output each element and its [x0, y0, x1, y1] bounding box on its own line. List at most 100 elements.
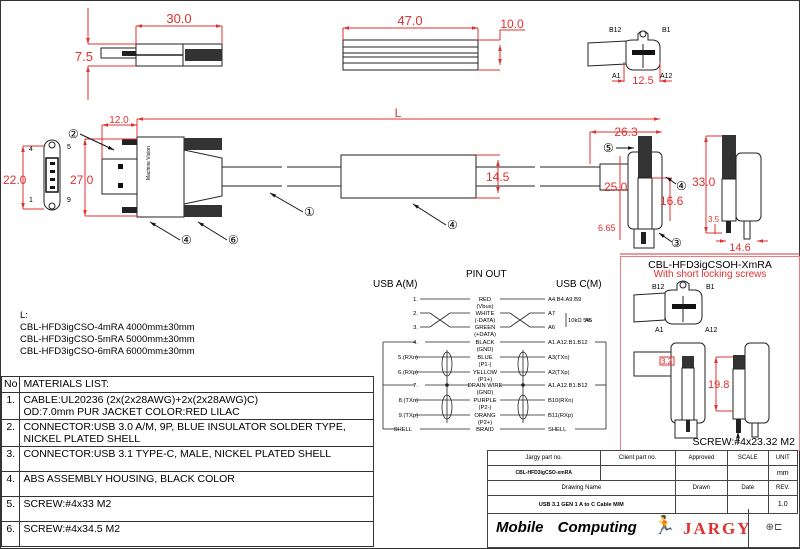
variant-pin-a1: A1: [655, 327, 664, 334]
wire-color: RED: [479, 297, 491, 303]
material-no: 5.: [0, 496, 21, 522]
length-item: CBL-HFD3igCSO-5mRA 5000mm±30mm: [20, 334, 195, 345]
pin-b1: B1: [662, 27, 671, 34]
resistor-target: A5: [585, 318, 592, 324]
dim-47: 47.0: [397, 13, 422, 28]
pin-a-label: SHELL: [394, 427, 413, 433]
material-row: 5. SCREW:#4x33 M2: [0, 496, 374, 522]
variant-dim-19-8: 19.8: [708, 379, 729, 391]
wire-color: BRAID: [476, 427, 494, 433]
pin-b12: B12: [609, 27, 622, 34]
material-line: SCREW:#4x33 M2: [23, 498, 112, 510]
usb-c-header: USB C(M): [556, 279, 602, 290]
face-pin-9: 9: [67, 197, 71, 204]
material-desc: CONNECTOR:USB 3.1 TYPE-C, MALE, NICKEL P…: [19, 446, 374, 472]
material-line: NICKEL PLATED SHELL: [23, 433, 141, 445]
pin-a1: A1: [612, 73, 621, 80]
runner-icon: 🏃: [653, 515, 676, 535]
pinout-diagram: 1.RED(Vbus)A4.B4.A9.B92.WHITE(-DATA)A73.…: [382, 297, 607, 433]
pin-c-label: B11(RXp): [548, 413, 573, 419]
callout-4-b: ④: [447, 218, 458, 232]
usb-a-face-view: 4 5 1 9 22.0: [3, 139, 71, 211]
screw-thread: [185, 49, 222, 61]
pin-c-label: A3(TXn): [548, 355, 570, 361]
dim-26-3: 26.3: [614, 125, 638, 139]
unit-header: UNIT: [767, 450, 799, 466]
jargy-logo: JARGY: [683, 519, 752, 538]
material-row: 2. CONNECTOR:USB 3.0 A/M, 9P, BLUE INSUL…: [0, 419, 374, 447]
approved-header: Approved: [674, 450, 729, 466]
length-item: CBL-HFD3igCSO-4mRA 4000mm±30mm: [20, 322, 195, 333]
material-line: CONNECTOR:USB 3.1 TYPE-C, MALE, NICKEL P…: [23, 448, 332, 460]
dim-16-6: 16.6: [660, 194, 684, 208]
dim-14-6: 14.6: [729, 242, 750, 254]
wire-color: BLACK: [475, 340, 494, 346]
callout-3: ③: [671, 236, 682, 250]
usb-a-connector: Machine Vision 12.0 27.0: [70, 115, 223, 218]
drawing-name-header: Drawing Name: [487, 480, 676, 496]
drawn-value: [674, 495, 729, 514]
wire-signal: (P1-): [479, 362, 492, 368]
wire-signal: (-DATA): [475, 318, 495, 324]
material-line: SCREW:#4x34.5 M2: [23, 523, 121, 535]
material-no: 2.: [0, 419, 21, 447]
wire-signal: (Vbus): [476, 304, 493, 310]
pin-a-label: 8.(TXn): [399, 398, 418, 404]
title-block-values: CBL-HFD3igCSO-xmRA mm: [487, 465, 799, 481]
approved-value: [674, 465, 729, 481]
type-c-face-view: B12 B1 A1 A12 12.5: [587, 27, 673, 87]
logo-mobile-text: Mobile: [496, 519, 544, 536]
wire-color: PURPLE: [473, 398, 496, 404]
pin-a-label: 6.(RXp): [398, 370, 418, 376]
wire-color: WHITE: [476, 311, 495, 317]
dim-27: 27.0: [70, 173, 94, 187]
wire-color: DRAIN WIRE: [468, 383, 503, 389]
pin-a12: A12: [660, 73, 673, 80]
length-list: L: CBL-HFD3igCSO-4mRA 4000mm±30mm CBL-HF…: [20, 310, 195, 358]
usb-a-header: USB A(M): [373, 279, 418, 290]
variant-drawings: B12 B1 A1 A12 3.2 19.8: [633, 280, 770, 444]
title-block-header-2: Drawing Name Drawn Date REV.: [487, 480, 799, 496]
callout-6: ⑥: [228, 233, 239, 247]
material-row: 6. SCREW:#4x34.5 M2: [0, 521, 374, 547]
material-row: 1. CABLE:UL20236 (2x(2x28AWG)+2x(2x28AWG…: [0, 392, 374, 420]
wire-color: GREEN: [475, 325, 496, 331]
jargy-part-value: CBL-HFD3igCSO-xmRA: [487, 465, 601, 481]
material-line: ABS ASSEMBLY HOUSING, BLACK COLOR: [23, 473, 235, 485]
pin-a-label: 9.(TXp): [399, 413, 418, 419]
unit-value: mm: [767, 465, 799, 481]
dim-3-5: 3.5: [708, 215, 720, 224]
pin-c-label: B10(RXn): [548, 398, 574, 404]
date-header: Date: [727, 480, 769, 496]
variant-dim-3-2: 3.2: [661, 357, 673, 366]
mobile-computing-logo: Mobile Computing: [496, 519, 637, 536]
resistor-note: 10kΩ 5%: [568, 318, 592, 324]
callout-2: ②: [68, 127, 79, 141]
materials-title: MATERIALS LIST:: [19, 376, 374, 393]
material-desc: CONNECTOR:USB 3.0 A/M, 9P, BLUE INSULATO…: [19, 419, 374, 447]
scale-value: [727, 465, 769, 481]
variant-pin-a12: A12: [705, 327, 718, 334]
dim-10: 10.0: [500, 17, 524, 31]
overmold-side-view: 47.0 10.0: [342, 13, 525, 71]
face-pin-1: 1: [29, 197, 33, 204]
pin-c-label: A2(TXp): [548, 370, 570, 376]
pin-a-label: 3.: [413, 325, 418, 331]
variant-subtitle: With short locking screws: [653, 269, 767, 280]
rev-header: REV.: [767, 480, 799, 496]
dim-25: 25.0: [604, 180, 628, 194]
pin-a-label: 1.: [413, 297, 418, 303]
length-heading: L:: [20, 310, 28, 321]
projection-symbol-icon: ⊕⊏: [748, 509, 799, 547]
wire-signal: (GND): [477, 347, 494, 353]
callout-4-a: ④: [181, 233, 192, 247]
length-item: CBL-HFD3igCSO-6mRA 6000mm±30mm: [20, 346, 195, 357]
material-line: OD:7.0mm PUR JACKET COLOR:RED LILAC: [23, 406, 240, 418]
pin-a-label: 7.: [413, 383, 418, 389]
material-no: 4.: [0, 471, 21, 497]
wire-color: YELLOW: [473, 370, 498, 376]
dim-6-65: 6.65: [598, 223, 616, 233]
type-c-end-view: 26.3 25.0 16.6 6.65: [589, 125, 684, 249]
wire-color: ORANG: [474, 413, 496, 419]
client-part-value: [599, 465, 676, 481]
